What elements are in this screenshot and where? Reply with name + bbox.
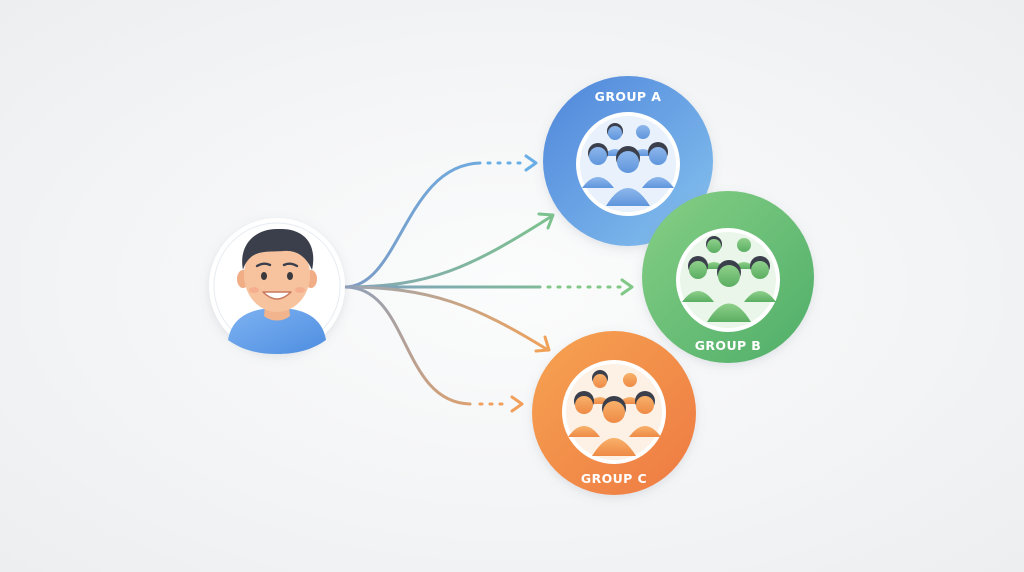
group-c-label: GROUP C <box>581 471 647 486</box>
source-person-node <box>209 218 345 354</box>
group-of-people-icon <box>682 236 776 322</box>
person-avatar-icon <box>228 228 326 354</box>
group-of-people-icon <box>582 123 674 206</box>
connector-to-group-a-solid <box>343 212 555 289</box>
group-c-node: GROUP C <box>532 331 696 495</box>
group-b-label: GROUP B <box>695 338 762 353</box>
connector-to-group-b-dotted <box>343 278 634 296</box>
connector-to-group-a-dotted <box>343 154 538 289</box>
connectors <box>343 154 634 413</box>
connector-to-group-c-solid <box>343 285 551 353</box>
group-b-node: GROUP B <box>642 191 814 363</box>
connector-to-group-c-dotted <box>343 285 524 413</box>
group-a-label: GROUP A <box>595 89 662 104</box>
group-a-node: GROUP A <box>543 76 713 246</box>
group-of-people-icon <box>568 370 661 456</box>
